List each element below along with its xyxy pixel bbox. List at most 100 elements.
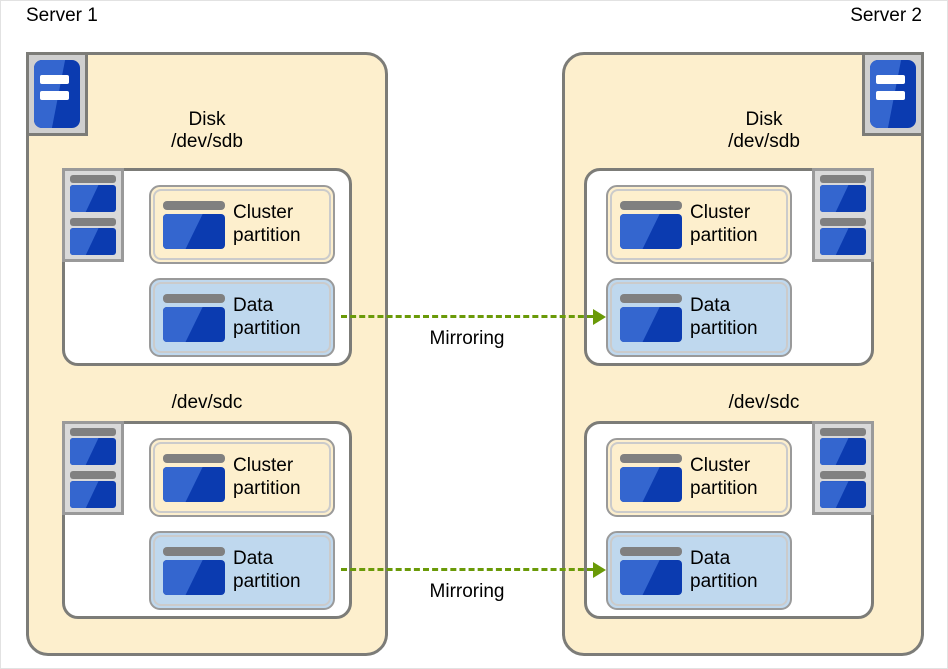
mirroring-label-sdb: Mirroring xyxy=(429,328,505,349)
partition-icon-body xyxy=(163,306,225,343)
disk-unit-body xyxy=(820,481,866,509)
partition-icon-bar xyxy=(620,546,682,556)
cluster-partition-server2-sdc[interactable]: Cluster partition xyxy=(606,438,792,517)
disk-unit-body xyxy=(820,228,866,256)
cluster-partition-server2-sdb[interactable]: Cluster partition xyxy=(606,185,792,264)
partition-icon xyxy=(163,546,225,596)
partition-icon xyxy=(163,200,225,250)
data-partition-server1-sdb[interactable]: Data partition xyxy=(149,278,335,357)
disk-unit-bar xyxy=(70,175,116,184)
disk-stack-icon xyxy=(62,168,124,262)
partition-inner: Data partition xyxy=(153,535,331,606)
server-icon xyxy=(862,52,924,136)
partition-icon xyxy=(620,200,682,250)
partition-icon-body xyxy=(620,466,682,503)
partition-icon-body xyxy=(620,559,682,596)
disk-unit-body xyxy=(70,481,116,509)
mirroring-line-sdb xyxy=(341,315,593,318)
disk-unit-body xyxy=(70,437,116,466)
server-icon-body xyxy=(34,60,80,128)
partition-icon xyxy=(620,546,682,596)
partition-inner: Cluster partition xyxy=(153,189,331,260)
disk-title-line2: /dev/sdb xyxy=(728,131,800,153)
disk-unit-body xyxy=(70,184,116,213)
server-icon-bar-bottom xyxy=(876,91,905,101)
disk-title-server1-sdb: Disk /dev/sdb xyxy=(114,109,300,154)
disk-title-server2-sdb: Disk /dev/sdb xyxy=(671,109,857,154)
disk-stack-icon xyxy=(812,421,874,515)
data-partition-server1-sdc[interactable]: Data partition xyxy=(149,531,335,610)
disk-unit-bottom xyxy=(70,218,116,256)
partition-label: Data partition xyxy=(233,295,301,339)
disk-unit-bar xyxy=(70,428,116,437)
disk-unit-bar xyxy=(820,218,866,227)
partition-icon-bar xyxy=(163,293,225,303)
partition-icon-bar xyxy=(163,546,225,556)
server-1-label: Server 1 xyxy=(26,5,98,26)
server-icon xyxy=(26,52,88,136)
disk-unit-bar xyxy=(70,218,116,227)
disk-stack-icon xyxy=(812,168,874,262)
partition-icon-body xyxy=(620,306,682,343)
partition-icon xyxy=(163,293,225,343)
partition-icon-bar xyxy=(620,293,682,303)
partition-inner: Cluster partition xyxy=(153,442,331,513)
partition-label: Data partition xyxy=(690,548,758,592)
partition-icon-bar xyxy=(163,453,225,463)
partition-label: Data partition xyxy=(690,295,758,339)
disk-unit-bottom xyxy=(820,471,866,509)
server-icon-bar-top xyxy=(876,74,905,84)
partition-inner: Data partition xyxy=(153,282,331,353)
mirroring-arrow-head-sdc xyxy=(593,562,606,578)
partition-icon-bar xyxy=(163,200,225,210)
partition-inner: Cluster partition xyxy=(610,442,788,513)
disk-title-server2-sdc: /dev/sdc xyxy=(671,392,857,414)
cluster-partition-server1-sdb[interactable]: Cluster partition xyxy=(149,185,335,264)
server-icon-body xyxy=(870,60,916,128)
disk-title-line1: /dev/sdc xyxy=(728,392,800,413)
partition-icon-body xyxy=(163,213,225,250)
partition-icon-bar xyxy=(620,453,682,463)
disk-unit-bottom xyxy=(820,218,866,256)
server-2-label: Server 2 xyxy=(850,5,922,26)
disk-unit-top xyxy=(820,175,866,213)
mirroring-line-sdc xyxy=(341,568,593,571)
partition-inner: Cluster partition xyxy=(610,189,788,260)
partition-label: Cluster partition xyxy=(690,455,758,499)
partition-icon xyxy=(163,453,225,503)
disk-unit-top xyxy=(70,428,116,466)
partition-label: Cluster partition xyxy=(233,202,301,246)
partition-icon-body xyxy=(620,213,682,250)
partition-inner: Data partition xyxy=(610,282,788,353)
disk-unit-bar xyxy=(820,471,866,480)
mirroring-label-sdc: Mirroring xyxy=(429,581,505,602)
disk-unit-bottom xyxy=(70,471,116,509)
disk-unit-top xyxy=(820,428,866,466)
disk-unit-body xyxy=(820,437,866,466)
disk-title-line1: Disk xyxy=(745,109,783,130)
server-icon-bar-bottom xyxy=(40,91,69,101)
disk-unit-body xyxy=(70,228,116,256)
disk-unit-bar xyxy=(820,175,866,184)
disk-stack-icon xyxy=(62,421,124,515)
disk-unit-body xyxy=(820,184,866,213)
disk-unit-bar xyxy=(820,428,866,437)
partition-icon-body xyxy=(163,559,225,596)
partition-label: Cluster partition xyxy=(233,455,301,499)
data-partition-server2-sdb[interactable]: Data partition xyxy=(606,278,792,357)
disk-title-line1: Disk xyxy=(188,109,226,130)
partition-label: Cluster partition xyxy=(690,202,758,246)
data-partition-server2-sdc[interactable]: Data partition xyxy=(606,531,792,610)
disk-unit-top xyxy=(70,175,116,213)
partition-inner: Data partition xyxy=(610,535,788,606)
disk-unit-bar xyxy=(70,471,116,480)
partition-icon-bar xyxy=(620,200,682,210)
disk-title-server1-sdc: /dev/sdc xyxy=(114,392,300,414)
partition-label: Data partition xyxy=(233,548,301,592)
mirroring-arrow-head-sdb xyxy=(593,309,606,325)
disk-title-line1: /dev/sdc xyxy=(171,392,243,413)
cluster-partition-server1-sdc[interactable]: Cluster partition xyxy=(149,438,335,517)
partition-icon xyxy=(620,293,682,343)
partition-icon-body xyxy=(163,466,225,503)
